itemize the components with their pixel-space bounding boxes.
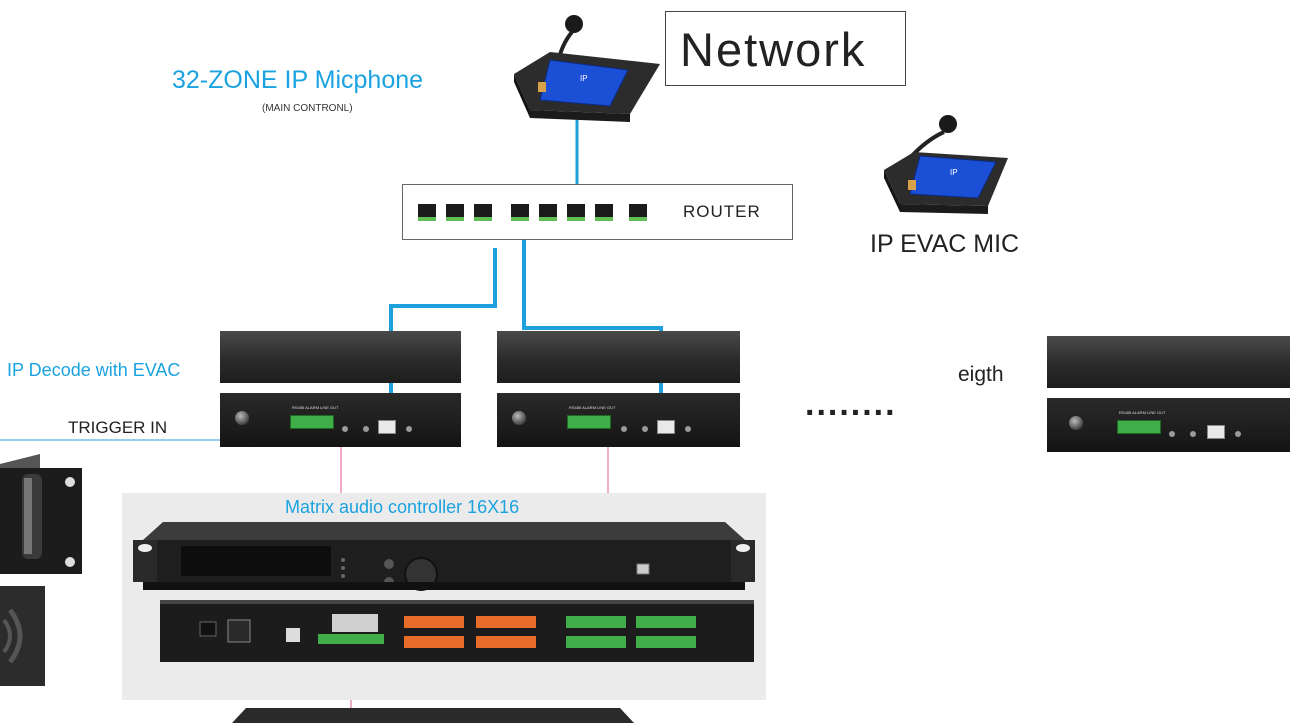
ellipsis-label: ........ <box>805 385 897 423</box>
left-speaker <box>0 586 45 686</box>
evac-mic-label: IP EVAC MIC <box>870 230 1020 258</box>
network-box: Network <box>665 11 906 86</box>
decoder-3-ethernet <box>1207 425 1225 439</box>
matrix-front-panel <box>133 522 755 594</box>
decoder-3-top <box>1047 336 1290 388</box>
evac-microphone-icon <box>884 115 1008 214</box>
cable-router-decoder-1 <box>389 248 497 410</box>
decoder-label: IP Decode with EVAC <box>7 360 181 380</box>
decoder-1-terminal <box>290 415 334 429</box>
decoder-3-terminal <box>1117 420 1161 434</box>
eighth-label: eigth <box>958 363 1004 386</box>
main-ip-microphone: IP <box>510 14 660 124</box>
evac-mic-screen-label: IP <box>950 168 958 177</box>
decoder-1-top <box>220 331 461 383</box>
network-label: Network <box>680 23 867 76</box>
matrix-rear-panel <box>160 600 754 662</box>
decoder-2-top <box>497 331 740 383</box>
left-amplifier <box>0 454 82 574</box>
decoder-3-front: RS485 ALARM LINE OUT <box>1047 398 1290 452</box>
router-ports <box>418 204 658 229</box>
decoder-1-front: RS485 ALARM LINE OUT <box>220 393 461 447</box>
evac-microphone: IP <box>878 114 1008 214</box>
router-label: ROUTER <box>683 202 761 221</box>
decoder-1-ethernet <box>378 420 396 434</box>
main-mic-label: 32-ZONE IP Micphone <box>172 66 424 94</box>
main-mic-sublabel: (MAIN CONTRONL) <box>262 103 353 114</box>
decoder-2-ethernet <box>657 420 675 434</box>
mic-screen-label: IP <box>580 74 588 83</box>
trigger-label: TRIGGER IN <box>68 418 168 437</box>
matrix-label: Matrix audio controller 16X16 <box>285 497 520 517</box>
decoder-2-front: RS485 ALARM LINE OUT <box>497 393 740 447</box>
decoder-2-terminal <box>567 415 611 429</box>
bottom-device <box>232 708 634 723</box>
microphone-icon <box>514 15 660 122</box>
